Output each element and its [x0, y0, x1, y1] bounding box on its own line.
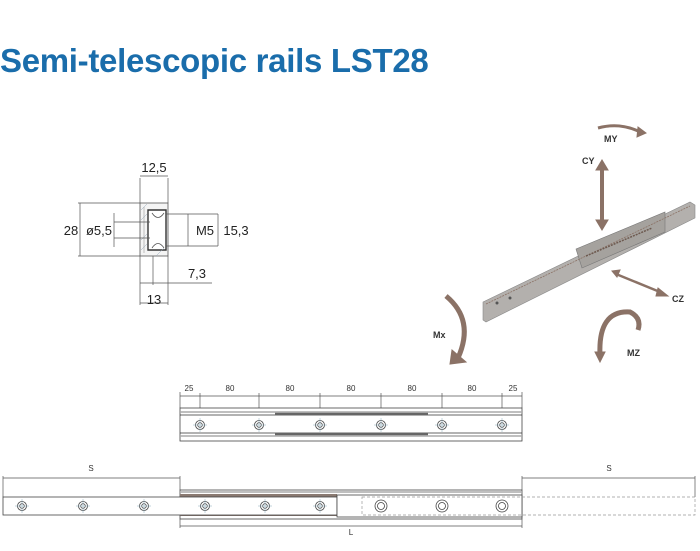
label-cy: CY	[582, 156, 595, 166]
dim-width-top: 12,5	[141, 160, 166, 175]
dim-top-4: 80	[408, 384, 417, 393]
dim-inner-height: 15,3	[223, 223, 248, 238]
dim-top-2: 80	[286, 384, 295, 393]
mounting-hole-icon	[435, 499, 449, 513]
dim-stroke-left: S	[88, 464, 93, 473]
cross-section-drawing: 12,5 28 ø5,5 M5 15,3 7,3 13	[64, 160, 249, 307]
dim-top-6: 25	[509, 384, 518, 393]
label-my: MY	[604, 134, 618, 144]
label-mx: Mx	[433, 330, 446, 340]
label-cz: CZ	[672, 294, 684, 304]
dim-height: 28	[64, 223, 78, 238]
dim-hole-diameter: ø5,5	[86, 223, 112, 238]
dim-top-5: 80	[468, 384, 477, 393]
dim-top-3: 80	[347, 384, 356, 393]
load-diagram: MY CY CZ Mx MZ	[433, 124, 696, 365]
dim-width-bottom: 13	[147, 292, 161, 307]
dim-thread: M5	[196, 223, 214, 238]
label-mz: MZ	[627, 348, 640, 358]
extended-view-drawing: S S L	[2, 464, 696, 537]
dim-length: L	[349, 528, 354, 537]
dim-top-1: 80	[226, 384, 235, 393]
mounting-hole-icon	[495, 499, 509, 513]
mounting-hole-icon	[374, 499, 388, 513]
dim-offset: 7,3	[188, 266, 206, 281]
page-title: Semi-telescopic rails LST28	[0, 42, 429, 79]
dim-top-0: 25	[185, 384, 194, 393]
top-view-drawing: 25 80 80 80 80 80 25	[179, 384, 523, 442]
load-arrows	[444, 124, 670, 365]
dim-stroke-right: S	[606, 464, 611, 473]
